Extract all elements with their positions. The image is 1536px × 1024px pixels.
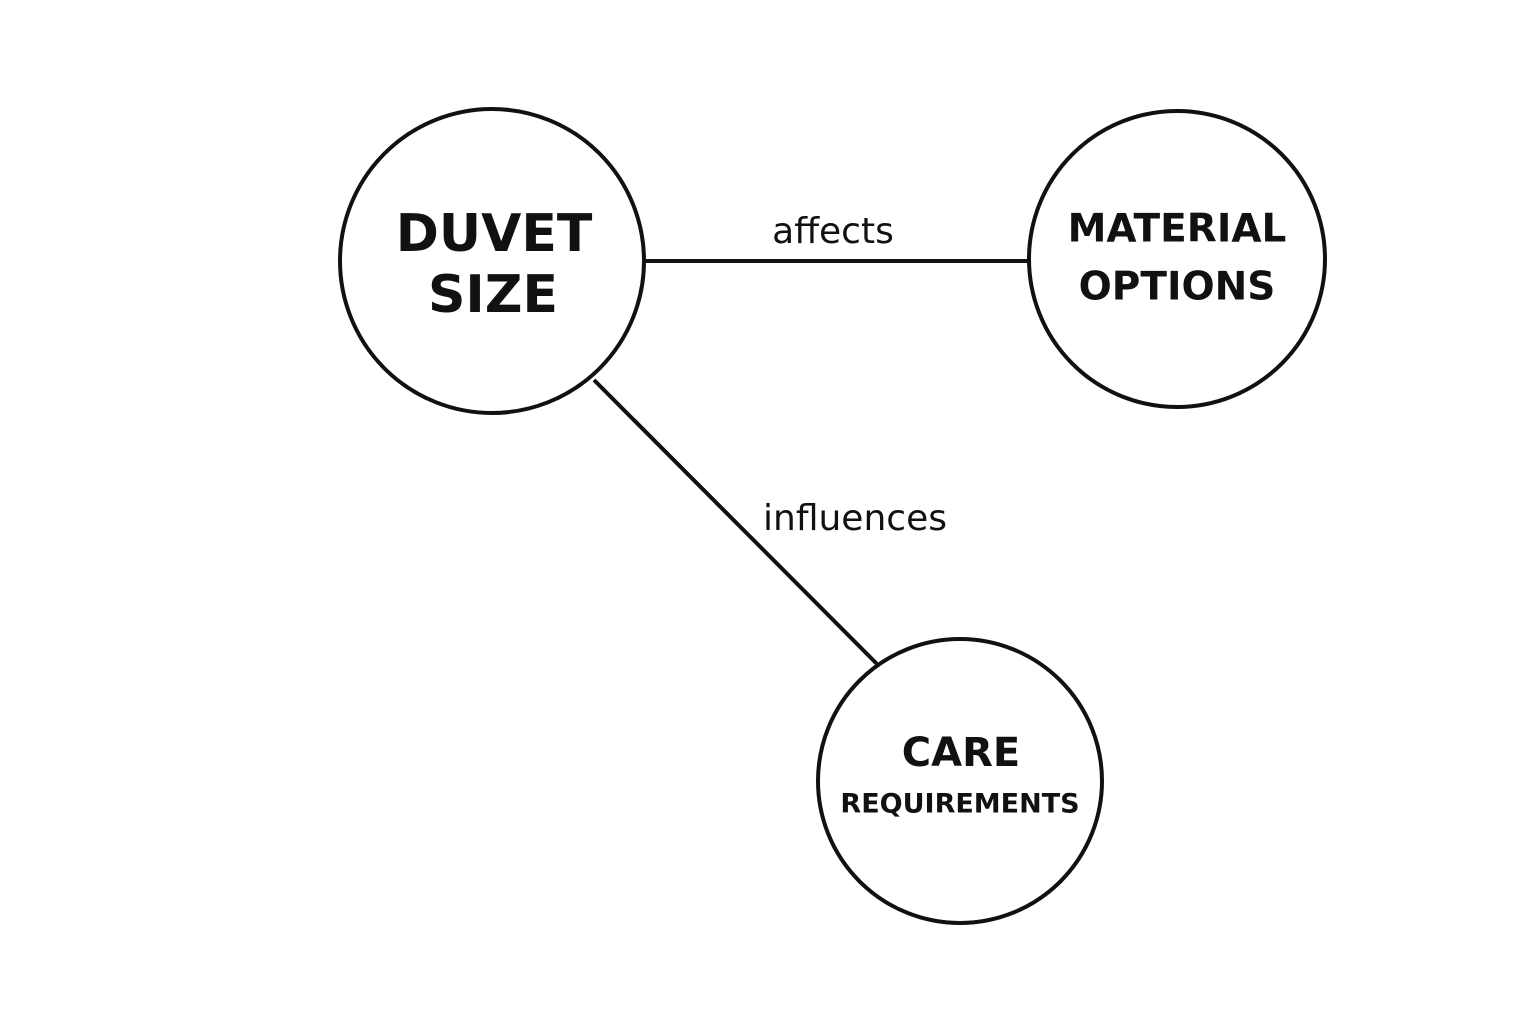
node-care-requirements: CARE REQUIREMENTS bbox=[816, 637, 1104, 925]
node-care-requirements-circle bbox=[816, 637, 1104, 925]
node-material-options: MATERIAL OPTIONS bbox=[1027, 109, 1327, 409]
node-duvet-size-label-line2: SIZE bbox=[428, 265, 558, 325]
node-material-options-label-line2: OPTIONS bbox=[1079, 265, 1276, 310]
node-duvet-size: DUVET SIZE bbox=[338, 107, 646, 415]
node-duvet-size-label-line1: DUVET bbox=[396, 204, 593, 264]
node-material-options-circle bbox=[1027, 109, 1327, 409]
edge-duvet-size-to-care-requirements bbox=[592, 378, 879, 666]
edge-label-influences: influences bbox=[763, 498, 947, 539]
node-material-options-label-line1: MATERIAL bbox=[1068, 207, 1287, 252]
node-care-requirements-label-line2: REQUIREMENTS bbox=[840, 789, 1079, 820]
node-duvet-size-circle bbox=[338, 107, 646, 415]
node-care-requirements-label-line1: CARE bbox=[902, 730, 1020, 776]
edge-label-affects: affects bbox=[772, 211, 894, 252]
